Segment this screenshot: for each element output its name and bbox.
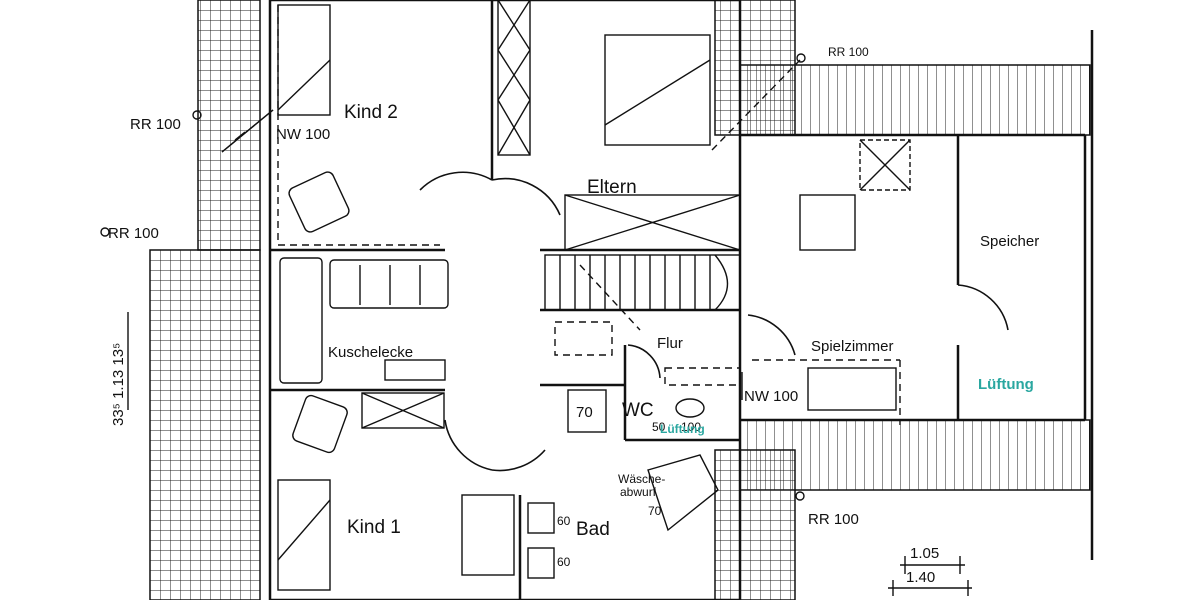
laundry-chute-line1: Wäsche- xyxy=(618,472,665,486)
annotations: RR 100 RR 100 RR 100 RR 100 NW 100 NW 10… xyxy=(108,45,939,586)
dimension-1-05: 1.05 xyxy=(910,545,939,562)
laundry-chute-line2: abwurf xyxy=(620,485,657,499)
wc-size-50: 50 xyxy=(652,420,666,434)
rr-label-bottom-right: RR 100 xyxy=(808,511,859,528)
dashed-lines xyxy=(277,5,901,425)
room-label-wc: WC xyxy=(622,400,654,421)
room-label-kuschelecke: Kuschelecke xyxy=(328,344,413,361)
wc-size-100: 100 xyxy=(681,420,701,434)
room-label-speicher: Speicher xyxy=(980,233,1039,250)
ventilation-label-wc: Lüftung xyxy=(660,422,705,436)
room-label-flur: Flur xyxy=(657,335,683,352)
ventilation-label-spielzimmer: Lüftung xyxy=(978,376,1034,393)
door-swings xyxy=(419,171,1009,472)
dimension-1-40: 1.40 xyxy=(906,569,935,586)
staircase xyxy=(544,254,741,311)
nw-label-kind2: NW 100 xyxy=(276,126,330,143)
rr-label-left-mid: RR 100 xyxy=(108,225,159,242)
room-label-spielzimmer: Spielzimmer xyxy=(811,338,894,355)
roof-eaves xyxy=(149,0,1091,600)
sink-size-bottom: 60 xyxy=(557,555,571,569)
cabinets xyxy=(361,0,911,429)
room-label-kind-1: Kind 1 xyxy=(347,517,401,538)
tub-size-70: 70 xyxy=(648,504,662,518)
rr-label-top-right: RR 100 xyxy=(828,45,869,59)
room-label-bad: Bad xyxy=(576,519,610,540)
room-label-eltern: Eltern xyxy=(587,177,637,198)
nw-label-spielzimmer: NW 100 xyxy=(744,388,798,405)
ventilation-labels: Lüftung Lüftung xyxy=(660,376,1034,436)
room-label-kind-2: Kind 2 xyxy=(344,102,398,123)
sink-size-top: 60 xyxy=(557,514,571,528)
shower-size-70: 70 xyxy=(576,404,593,421)
room-labels: Kind 2 Eltern Speicher Kuschelecke Flur … xyxy=(328,102,1039,540)
furniture xyxy=(277,4,897,591)
dimension-side: 33⁵ 1.13 13⁵ xyxy=(110,343,127,426)
details xyxy=(100,53,972,596)
rr-label-left-top: RR 100 xyxy=(130,116,181,133)
